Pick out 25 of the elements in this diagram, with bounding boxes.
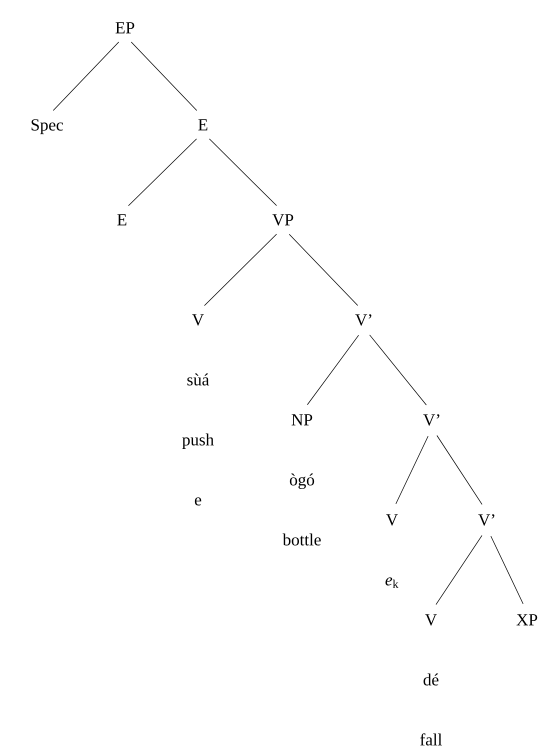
tree-branch: [436, 435, 482, 505]
tree-node-label: EP: [116, 22, 134, 34]
tree-branch: [130, 42, 198, 111]
tree-branch: [436, 535, 482, 605]
tree-branch: [204, 234, 277, 306]
tree-node-label: E: [117, 214, 126, 226]
tree-node-label: V’: [355, 314, 372, 326]
tree-node-label: VP: [272, 214, 294, 226]
tree-branch: [288, 234, 358, 306]
tree-node-label: V sùá push e: [182, 314, 214, 506]
tree-branch: [369, 334, 427, 406]
tree-node-label: V’: [423, 414, 440, 426]
tree-branch: [490, 536, 524, 604]
tree-node-label: V e$_{k}$: [386, 514, 398, 588]
tree-node-label: NP ògó bottle: [282, 414, 321, 546]
tree-branch: [209, 138, 277, 206]
tree-branch: [306, 334, 359, 406]
tree-node-label: V dé fall: [420, 614, 442, 746]
tree-branch: [396, 436, 428, 504]
tree-node-label: V’: [478, 514, 494, 526]
tree-branch: [52, 42, 120, 111]
tree-branch: [128, 138, 197, 206]
tree-node-label: E: [198, 119, 208, 130]
tree-node-label: XP: [516, 614, 538, 626]
tree-node-label: Spec: [32, 119, 63, 134]
